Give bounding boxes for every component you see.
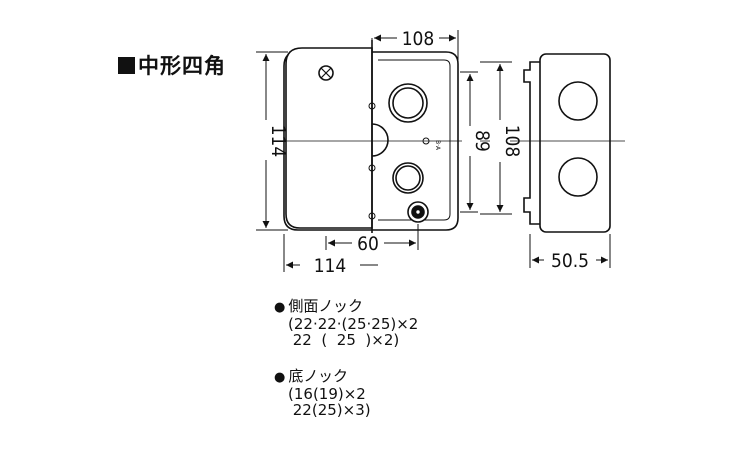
side-flange <box>523 61 540 225</box>
dim-label-60: 60 <box>357 233 379 255</box>
side-view <box>523 53 611 233</box>
side-knock-line-1: (22·22·(25·25)×2 <box>288 315 419 333</box>
side-knockout-upper <box>558 81 598 121</box>
front-view: B·A <box>283 40 459 238</box>
bottom-knock-notes: 底ノック (16(19)×2 22(25)×3) <box>274 368 371 418</box>
dim-label-89: 89 <box>471 130 493 152</box>
side-knock-heading: 側面ノック <box>274 298 418 316</box>
svg-text:B·A: B·A <box>434 140 441 151</box>
bottom-knock-line-2: 22(25)×3) <box>288 401 371 419</box>
bottom-knock-line-1: (16(19)×2 <box>288 385 366 403</box>
title-square-marker <box>118 57 135 74</box>
cover-plate <box>285 47 373 229</box>
knockout-lower <box>392 162 424 194</box>
bottom-knock-heading: 底ノック <box>274 368 371 386</box>
ground-screw-icon <box>407 201 429 223</box>
side-knock-line-2: 22 ( 25 )×2) <box>288 331 400 349</box>
cover-screw-icon <box>318 65 334 81</box>
side-body <box>539 53 611 233</box>
knockout-upper <box>388 83 428 123</box>
side-knockout-lower <box>558 157 598 197</box>
dim-label-114-vertical: 114 <box>267 125 289 158</box>
knockout-center-half <box>371 123 389 157</box>
dim-label-114-horizontal: 114 <box>314 255 347 277</box>
inner-frame <box>378 59 451 221</box>
side-knock-notes: 側面ノック (22·22·(25·25)×2 22 ( 25 )×2) <box>274 298 418 348</box>
drawing-title: 中形四角 <box>118 50 226 80</box>
dim-label-108-side: 108 <box>501 125 523 158</box>
dim-label-108-top: 108 <box>402 28 435 50</box>
dim-label-50-5: 50.5 <box>551 250 589 272</box>
title-text: 中形四角 <box>138 54 226 78</box>
